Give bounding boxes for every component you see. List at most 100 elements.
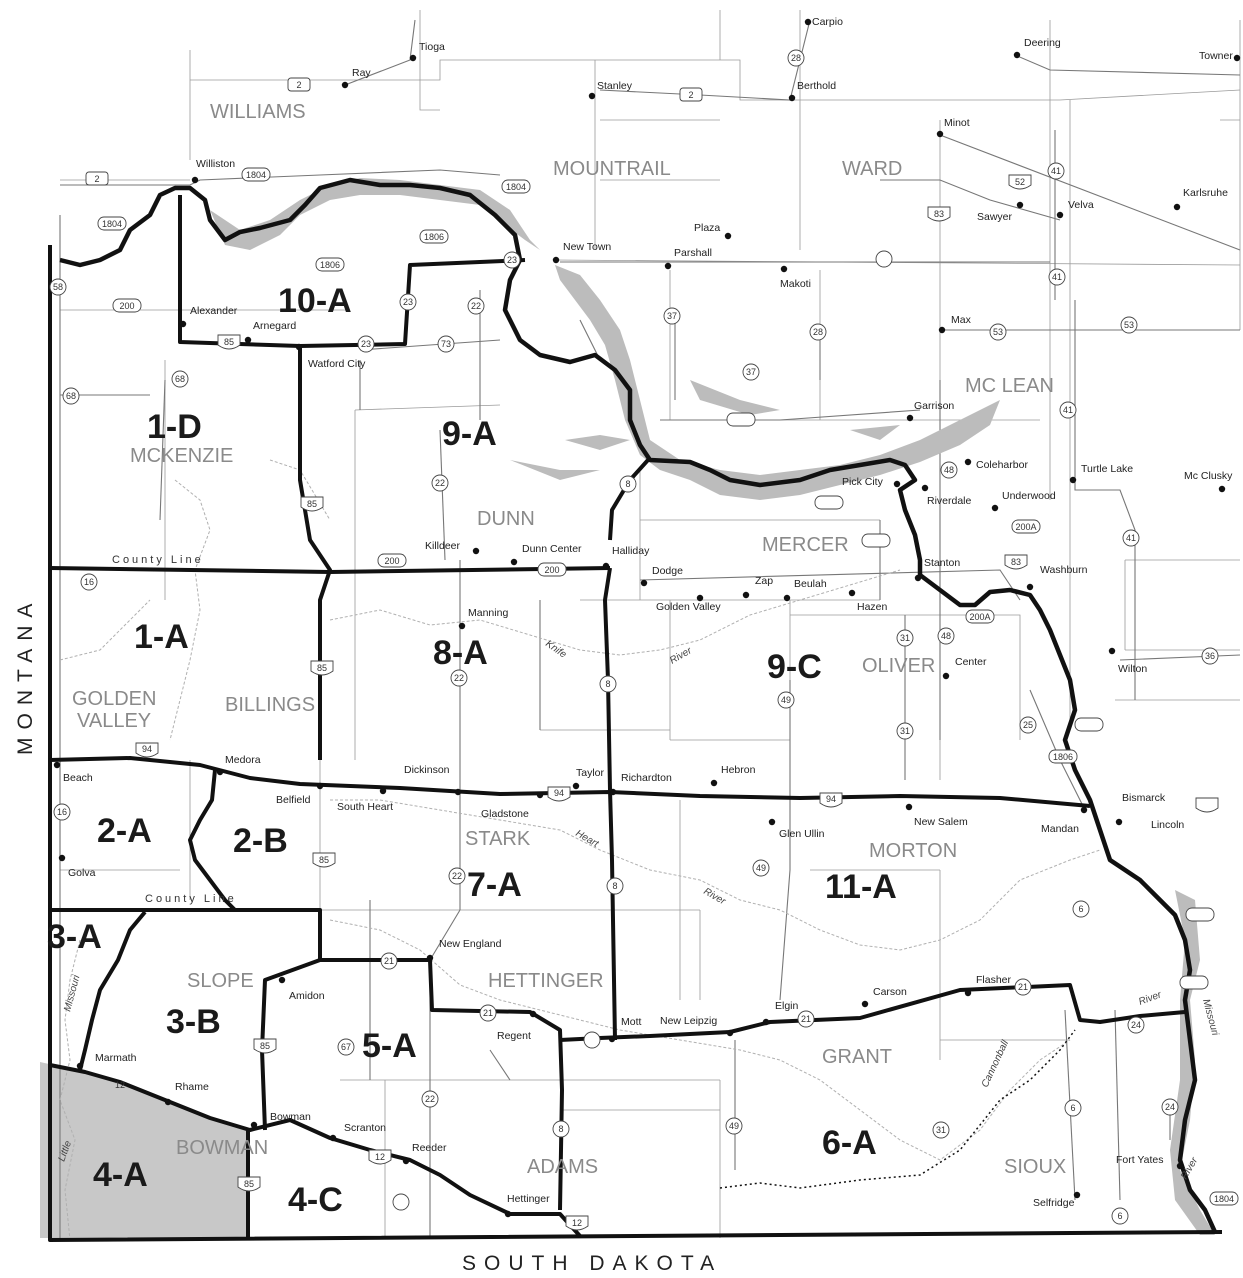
unit-label: 8-A [433, 634, 488, 672]
county-label: MORTON [869, 840, 957, 862]
highway-number: 6 [1117, 1211, 1122, 1221]
town-label: Hebron [721, 764, 756, 776]
unit-label: 11-A [825, 868, 897, 906]
town-label: Garrison [914, 400, 954, 412]
county-label: BILLINGS [225, 694, 315, 716]
town-label: Carson [873, 986, 907, 998]
highway-number: 200 [544, 565, 559, 575]
highway-number: 68 [175, 374, 185, 384]
town-label: Marmath [95, 1052, 137, 1064]
town-label: Bowman [270, 1111, 311, 1123]
state-label-south: SOUTH DAKOTA [462, 1252, 722, 1275]
highway-number: 37 [746, 367, 756, 377]
town-label: Pick City [842, 476, 884, 488]
town-label: Parshall [674, 247, 712, 259]
town-label: Tioga [419, 41, 445, 53]
highway-number: 22 [425, 1094, 435, 1104]
town-label: Riverdale [927, 495, 972, 507]
highway-number: 85 [224, 337, 234, 347]
town-label: Mott [621, 1016, 642, 1028]
unit-label: 3-B [166, 1003, 221, 1041]
highway-number: 67 [341, 1042, 351, 1052]
highway-number: 12 [572, 1218, 582, 1228]
town-label: Elgin [775, 1000, 799, 1012]
highway-number: 6 [1078, 904, 1083, 914]
town-label: Mandan [1041, 823, 1079, 835]
highway-numbers: 2 2 2 1804 1804 1804 1806 1806 23 23 23 … [53, 53, 1234, 1228]
town-label: Killdeer [425, 540, 461, 552]
highway-number: 24 [1131, 1020, 1141, 1030]
highway-number: 49 [756, 863, 766, 873]
town-label: Makoti [780, 278, 811, 290]
highway-number: 37 [667, 311, 677, 321]
unit-label: 1-D [147, 408, 202, 446]
town-label: Golva [68, 867, 96, 879]
county-label: VALLEY [77, 710, 151, 732]
town-dots [53, 18, 1241, 1218]
town-label: Sawyer [977, 211, 1013, 223]
county-label: MC LEAN [965, 375, 1054, 397]
town-label: Berthold [797, 80, 836, 92]
town-label: New England [439, 938, 502, 950]
town-label: Stanton [924, 557, 960, 569]
highway-number: 23 [361, 339, 371, 349]
highway-number: 23 [507, 255, 517, 265]
highway-number: 8 [605, 679, 610, 689]
town-label: Regent [497, 1030, 531, 1042]
town-label: Watford City [308, 358, 366, 370]
town-label: Beach [63, 772, 93, 784]
highway-number: 31 [900, 726, 910, 736]
county-label: ADAMS [527, 1156, 598, 1178]
highway-number: 36 [1205, 651, 1215, 661]
town-label: South Heart [337, 801, 393, 813]
highway-number: 16 [57, 807, 67, 817]
highway-number: 94 [554, 788, 564, 798]
highway-number: 1806 [1053, 752, 1073, 762]
county-label: BOWMAN [176, 1137, 268, 1159]
town-label: Wilton [1118, 663, 1147, 675]
town-label: Zap [755, 575, 773, 587]
county-label: GOLDEN [72, 688, 156, 710]
county-label: OLIVER [862, 655, 935, 677]
town-label: Taylor [576, 767, 605, 779]
road-network [59, 19, 1241, 1240]
highway-number: 8 [558, 1124, 563, 1134]
town-label: Max [951, 314, 972, 326]
unit-label: 10-A [278, 282, 352, 320]
town-label: Lincoln [1151, 819, 1184, 831]
highway-number: 1804 [506, 182, 526, 192]
town-label: Belfield [276, 794, 311, 806]
town-label: Alexander [190, 305, 238, 317]
river-label: Heart [574, 828, 602, 850]
highway-number: 85 [317, 663, 327, 673]
highway-number: 73 [441, 339, 451, 349]
unit-labels: 10-A 1-D 9-A 1-A 8-A 9-C 2-A 2-B 7-A 11-… [47, 282, 897, 1219]
highway-number: 16 [84, 577, 94, 587]
town-label: Mc Clusky [1184, 470, 1233, 482]
highway-number: 94 [826, 794, 836, 804]
highway-number: 41 [1126, 533, 1136, 543]
town-label: Golden Valley [656, 601, 721, 613]
highway-number: 22 [471, 301, 481, 311]
county-names: WILLIAMS MOUNTRAIL WARD MCKENZIE MC LEAN… [72, 101, 1066, 1178]
unit-label: 9-A [442, 415, 497, 453]
highway-number: 85 [260, 1041, 270, 1051]
town-label: Medora [225, 754, 261, 766]
county-label: MOUNTRAIL [553, 158, 671, 180]
highway-number: 200A [969, 612, 990, 622]
town-label: Hettinger [507, 1193, 550, 1205]
highway-number: 21 [801, 1014, 811, 1024]
unit-label: 1-A [134, 618, 189, 656]
town-label: Dodge [652, 565, 683, 577]
town-label: Karlsruhe [1183, 187, 1228, 199]
highway-number: 23 [403, 297, 413, 307]
highway-number: 1804 [1214, 1194, 1234, 1204]
highway-number: 41 [1052, 272, 1062, 282]
highway-number: 48 [941, 631, 951, 641]
highway-number: 1804 [246, 170, 266, 180]
highway-number: 49 [781, 695, 791, 705]
unit-label: 7-A [467, 866, 522, 904]
town-label: Bismarck [1122, 792, 1166, 804]
highway-number: 83 [1011, 557, 1021, 567]
